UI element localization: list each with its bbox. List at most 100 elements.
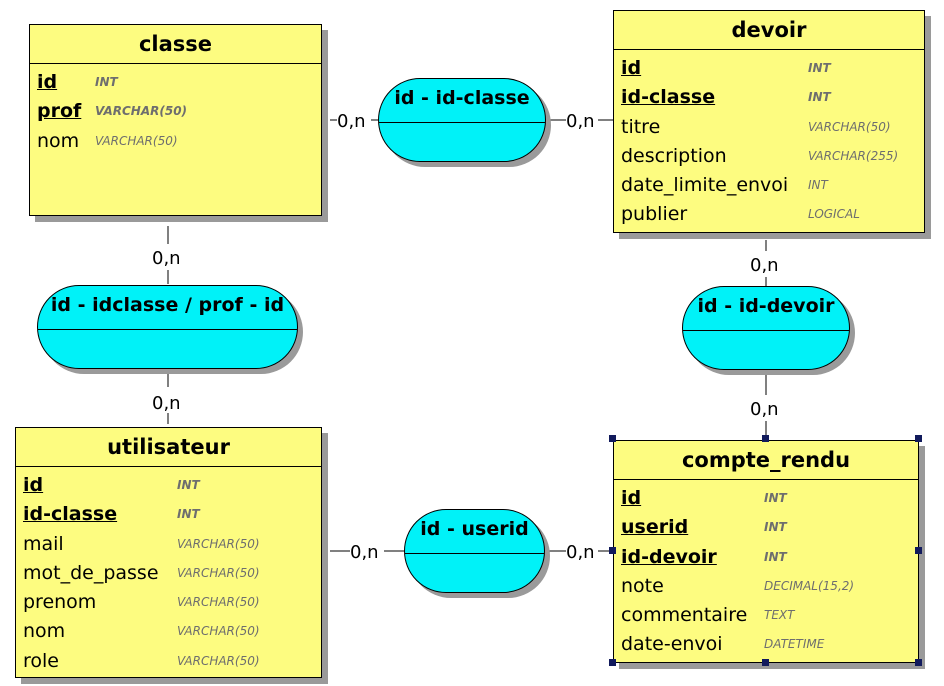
attribute-row[interactable]: note DECIMAL(15,2) — [614, 572, 918, 601]
selection-handle-middle-right[interactable] — [915, 547, 922, 554]
attribute-row[interactable]: date_limite_envoi INT — [614, 171, 924, 200]
attribute-row[interactable]: id INT — [614, 484, 918, 513]
attribute-type: VARCHAR(50) — [808, 119, 891, 134]
attribute-row[interactable]: nom VARCHAR(50) — [30, 127, 321, 156]
attribute-type: DATETIME — [764, 637, 825, 652]
attribute-type: VARCHAR(50) — [177, 624, 260, 639]
attribute-row[interactable]: userid INT — [614, 513, 918, 542]
association-divider — [683, 330, 849, 331]
selection-handle-top-left[interactable] — [609, 435, 616, 442]
association-divider — [379, 122, 545, 123]
selection-handle-top-right[interactable] — [915, 435, 922, 442]
entity-title: compte_rendu — [614, 441, 918, 480]
association-id-devoir[interactable]: id - id-devoir — [682, 286, 850, 370]
selection-handle-middle-left[interactable] — [609, 547, 616, 554]
selection-handle-bottom-left[interactable] — [609, 659, 616, 666]
cardinality-classe-right: 0,n — [566, 111, 595, 132]
association-divider — [38, 329, 297, 330]
attribute-name: titre — [621, 115, 661, 138]
cardinality-prof-top: 0,n — [152, 248, 181, 269]
attribute-name: id — [621, 487, 642, 509]
association-idclasse-prof[interactable]: id - idclasse / prof - id — [37, 285, 298, 369]
cardinality-userid-left: 0,n — [350, 542, 379, 563]
cardinality-classe-left: 0,n — [337, 111, 366, 132]
attribute-name: id-devoir — [621, 545, 717, 568]
attribute-row[interactable]: mot_de_passe VARCHAR(50) — [16, 559, 321, 588]
attribute-type: VARCHAR(50) — [95, 133, 178, 148]
attribute-name: note — [621, 574, 664, 597]
attribute-type: INT — [764, 520, 787, 535]
entity-title: utilisateur — [16, 428, 321, 467]
attribute-row[interactable]: titre VARCHAR(50) — [614, 113, 924, 142]
attribute-row[interactable]: publier LOGICAL — [614, 200, 924, 229]
attribute-name: id-classe — [23, 503, 118, 526]
association-label: id - id-classe — [394, 87, 530, 109]
attribute-name: userid — [621, 516, 689, 539]
attribute-type: VARCHAR(50) — [177, 536, 260, 551]
attribute-row[interactable]: nom VARCHAR(50) — [16, 617, 321, 646]
attribute-type: INT — [808, 90, 831, 105]
attribute-name: id — [23, 474, 44, 496]
attribute-name: role — [23, 649, 59, 672]
attribute-type: VARCHAR(50) — [177, 653, 260, 668]
attribute-name: id-classe — [621, 86, 716, 109]
selection-handle-top-middle[interactable] — [762, 435, 769, 442]
entity-title: classe — [30, 25, 321, 64]
attribute-type: VARCHAR(255) — [808, 148, 899, 163]
attribute-row[interactable]: mail VARCHAR(50) — [16, 530, 321, 559]
attribute-type: INT — [764, 491, 787, 505]
attribute-row[interactable]: description VARCHAR(255) — [614, 142, 924, 171]
selection-handle-bottom-right[interactable] — [915, 659, 922, 666]
attribute-row[interactable]: role VARCHAR(50) — [16, 647, 321, 676]
attribute-row[interactable]: id-devoir INT — [614, 543, 918, 572]
attribute-type: DECIMAL(15,2) — [764, 578, 855, 593]
attribute-name: prenom — [23, 591, 97, 614]
association-label: id - idclasse / prof - id — [50, 294, 285, 316]
attribute-name: publier — [621, 203, 688, 226]
attribute-type: INT — [764, 549, 787, 564]
attribute-row[interactable]: id-classe INT — [16, 500, 321, 529]
attribute-name: mot_de_passe — [23, 561, 159, 584]
attribute-name: date_limite_envoi — [621, 174, 789, 197]
entity-title: devoir — [614, 11, 924, 50]
association-userid[interactable]: id - userid — [404, 509, 545, 593]
attribute-type: INT — [177, 478, 200, 492]
attribute-name: id — [621, 57, 642, 79]
attribute-name: prof — [37, 100, 82, 123]
association-id-classe[interactable]: id - id-classe — [378, 78, 546, 162]
attribute-type: LOGICAL — [808, 207, 860, 222]
cardinality-devoir-top: 0,n — [750, 255, 779, 276]
attribute-name: mail — [23, 532, 64, 555]
attribute-type: TEXT — [764, 608, 795, 623]
association-label: id - userid — [420, 518, 529, 540]
attribute-name: description — [621, 144, 727, 167]
attribute-type: VARCHAR(50) — [95, 104, 188, 119]
attribute-row[interactable]: id INT — [30, 68, 321, 97]
attribute-type: INT — [177, 507, 200, 522]
attribute-name: nom — [23, 620, 66, 643]
attribute-name: date-envoi — [621, 633, 723, 656]
selection-handle-bottom-middle[interactable] — [762, 659, 769, 666]
attribute-type: VARCHAR(50) — [177, 565, 260, 580]
attribute-row[interactable]: id-classe INT — [614, 83, 924, 112]
association-divider — [405, 553, 544, 554]
attribute-type: INT — [808, 178, 828, 193]
attribute-row[interactable]: prof VARCHAR(50) — [30, 97, 321, 126]
attribute-row[interactable]: id INT — [16, 471, 321, 500]
attribute-type: INT — [95, 75, 118, 89]
attribute-row[interactable]: date-envoi DATETIME — [614, 630, 918, 659]
attribute-name: nom — [37, 129, 80, 152]
attribute-name: id — [37, 71, 58, 93]
